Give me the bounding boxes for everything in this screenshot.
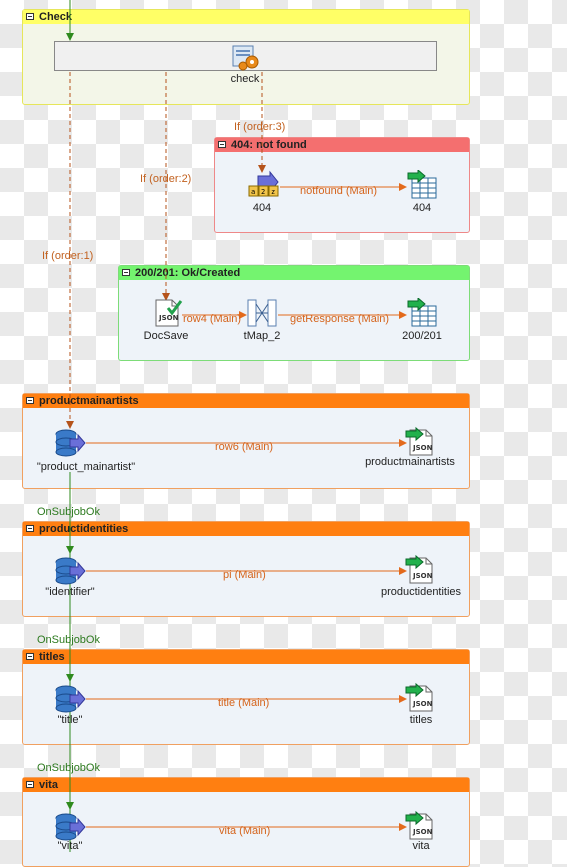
title-output-label: titles [409, 714, 433, 726]
trigger-label-order1[interactable]: If (order:1) [42, 250, 94, 262]
title-input-label: "title" [57, 714, 83, 726]
database-input-icon[interactable] [54, 556, 86, 586]
subjob-productidentities[interactable]: productidentities [22, 521, 470, 617]
table-output-icon[interactable] [406, 168, 438, 200]
subjob-titles-header[interactable]: titles [23, 650, 469, 664]
tmap-icon[interactable] [246, 298, 278, 328]
svg-text:2: 2 [261, 188, 265, 196]
vita-output-label: vita [412, 840, 430, 852]
check-label: check [230, 73, 260, 85]
json-output-icon[interactable]: JSON [404, 810, 436, 840]
database-input-icon[interactable] [54, 812, 86, 842]
pi-output-label: productidentities [380, 586, 462, 598]
link-label-getresponse[interactable]: getResponse (Main) [290, 313, 390, 325]
pi-input-label: "identifier" [45, 586, 95, 598]
database-input-icon[interactable] [54, 428, 86, 458]
subjob-productmainartists-header[interactable]: productmainartists [23, 394, 469, 408]
docsave-label: DocSave [143, 330, 189, 342]
notfound-input-label: 404 [252, 202, 272, 214]
subjob-title: titles [39, 651, 65, 663]
svg-text:JSON: JSON [412, 828, 433, 836]
svg-text:JSON: JSON [412, 700, 433, 708]
pma-output-label: productmainartists [365, 456, 455, 468]
subjob-title: 404: not found [231, 139, 307, 151]
collapse-icon[interactable] [26, 653, 34, 660]
link-label-row4[interactable]: row4 (Main) [183, 313, 242, 325]
link-label-title[interactable]: title (Main) [218, 697, 270, 709]
collapse-icon[interactable] [26, 13, 34, 20]
pma-input-label: "product_mainartist" [36, 461, 136, 473]
collapse-icon[interactable] [122, 269, 130, 276]
subjob-vita[interactable]: vita [22, 777, 470, 867]
svg-text:z: z [271, 188, 275, 196]
json-output-icon[interactable]: JSON [404, 682, 436, 712]
link-label-vita[interactable]: vita (Main) [219, 825, 271, 837]
collapse-icon[interactable] [26, 525, 34, 532]
link-label-pi[interactable]: pi (Main) [223, 569, 266, 581]
onsubjobok-label-3[interactable]: OnSubjobOk [37, 762, 100, 774]
subjob-productidentities-header[interactable]: productidentities [23, 522, 469, 536]
subjob-title: productmainartists [39, 395, 139, 407]
subjob-200-201-header[interactable]: 200/201: Ok/Created [119, 266, 469, 280]
trigger-label-order2[interactable]: If (order:2) [140, 173, 192, 185]
vita-input-label: "vita" [57, 840, 83, 852]
check-icon[interactable] [230, 44, 260, 72]
svg-text:JSON: JSON [412, 572, 433, 580]
subjob-check-header[interactable]: Check [23, 10, 469, 24]
collapse-icon[interactable] [26, 781, 34, 788]
database-input-icon[interactable] [54, 684, 86, 714]
subjob-productmainartists[interactable]: productmainartists [22, 393, 470, 489]
subjob-title: 200/201: Ok/Created [135, 267, 241, 279]
svg-text:JSON: JSON [412, 444, 433, 452]
subjob-title: productidentities [39, 523, 129, 535]
subjob-title: vita [39, 779, 58, 791]
subjob-titles[interactable]: titles [22, 649, 470, 745]
notfound-output-label: 404 [412, 202, 432, 214]
subjob-404-header[interactable]: 404: not found [215, 138, 469, 152]
svg-text:a: a [251, 188, 255, 196]
fixed-flow-input-icon[interactable]: a 2 z [248, 170, 280, 200]
json-output-icon[interactable]: JSON [404, 554, 436, 584]
svg-text:JSON: JSON [158, 314, 179, 322]
json-output-icon[interactable]: JSON [404, 426, 436, 456]
trigger-label-order3[interactable]: If (order:3) [234, 121, 286, 133]
link-label-row6[interactable]: row6 (Main) [215, 441, 274, 453]
collapse-icon[interactable] [26, 397, 34, 404]
onsubjobok-label-1[interactable]: OnSubjobOk [37, 506, 100, 518]
tmap-label: tMap_2 [243, 330, 281, 342]
link-label-notfound[interactable]: notfound (Main) [300, 185, 378, 197]
subjob-vita-header[interactable]: vita [23, 778, 469, 792]
subjob-title: Check [39, 11, 73, 23]
onsubjobok-label-2[interactable]: OnSubjobOk [37, 634, 100, 646]
json-save-icon[interactable]: JSON [152, 298, 184, 328]
collapse-icon[interactable] [218, 141, 226, 148]
response-output-label: 200/201 [402, 330, 442, 342]
table-output-icon[interactable] [406, 296, 438, 328]
